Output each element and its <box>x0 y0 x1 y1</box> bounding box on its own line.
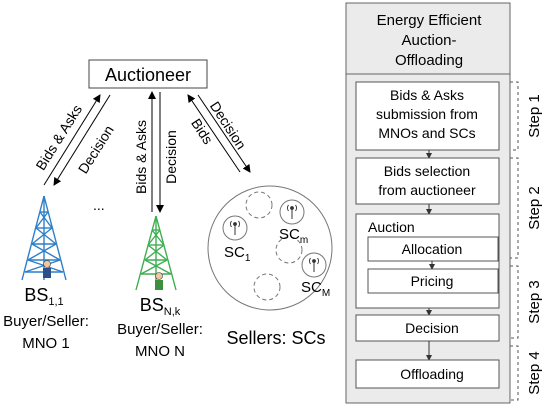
flow-box1-line3: MNOs and SCs <box>378 125 475 141</box>
mid-bids-asks-label: Bids & Asks <box>133 120 149 194</box>
bs1-name: BS1,1 <box>24 285 63 308</box>
step-4-label: Step 4 <box>526 351 543 394</box>
empty-cell-bottom <box>253 273 281 301</box>
flow-box2-line2: from auctioneer <box>378 182 476 198</box>
person-icon-bs1 <box>43 260 51 278</box>
bs1-mno: MNO 1 <box>22 335 70 352</box>
antenna-icon-scm <box>287 204 297 219</box>
flow-box-allocation <box>367 236 499 262</box>
empty-cell-mid <box>275 236 303 264</box>
left-down-arrow <box>53 94 111 186</box>
right-decision-label: Decision <box>207 98 250 152</box>
flow-box1-line2: submission from <box>376 106 478 122</box>
auctioneer-label: Auctioneer <box>105 65 191 85</box>
step-3-label: Step 3 <box>526 280 543 323</box>
right-decision-arrow <box>197 94 251 173</box>
bsn-name: BSN,k <box>140 295 181 318</box>
bsn-mno: MNO N <box>135 343 185 360</box>
flow-title-line1: Energy Efficient <box>377 12 483 29</box>
flow-box-offloading <box>355 359 500 389</box>
person-icon-bsn <box>155 272 163 290</box>
tower-icon-bsn <box>135 215 177 291</box>
step-brackets <box>510 81 519 401</box>
flow-decision-label: Decision <box>405 320 459 336</box>
scm-label: SCm <box>279 226 308 246</box>
right-bids-label: Bids <box>188 115 216 147</box>
flow-title-line2: Auction- <box>401 32 456 49</box>
antenna-icon-sc1 <box>230 220 240 235</box>
antenna-icon-scbig <box>309 257 319 272</box>
flow-box1-line1: Bids & Asks <box>390 87 464 103</box>
flow-allocation-label: Allocation <box>402 241 463 257</box>
step-2-label: Step 2 <box>526 186 543 229</box>
ellipsis: ... <box>93 197 105 213</box>
left-up-arrow <box>43 94 101 186</box>
flow-box-pricing <box>367 268 499 294</box>
flow-box-submission <box>355 81 500 151</box>
mid-decision-label: Decision <box>163 130 179 184</box>
flow-box-decision <box>355 314 500 342</box>
flow-offloading-label: Offloading <box>400 366 464 382</box>
sellers-label: Sellers: SCs <box>226 328 325 348</box>
bs1-role: Buyer/Seller: <box>3 313 89 330</box>
step-1-label: Step 1 <box>526 94 543 137</box>
auctioneer-box <box>88 59 208 89</box>
scbig-label: SCM <box>301 279 330 299</box>
flow-box2-line1: Bids selection <box>384 163 470 179</box>
flow-box-selection <box>355 157 500 205</box>
bsn-role: Buyer/Seller: <box>117 321 203 338</box>
sc1-label: SC1 <box>224 244 251 264</box>
flow-title-line3: Offloading <box>395 52 463 69</box>
empty-cell-top <box>245 191 273 219</box>
left-decision-label: Decision <box>75 122 117 176</box>
tower-icon-bs1 <box>21 195 67 281</box>
right-bids-arrow <box>187 94 241 173</box>
flow-pricing-label: Pricing <box>411 273 454 289</box>
flow-auction-label: Auction <box>368 219 415 235</box>
